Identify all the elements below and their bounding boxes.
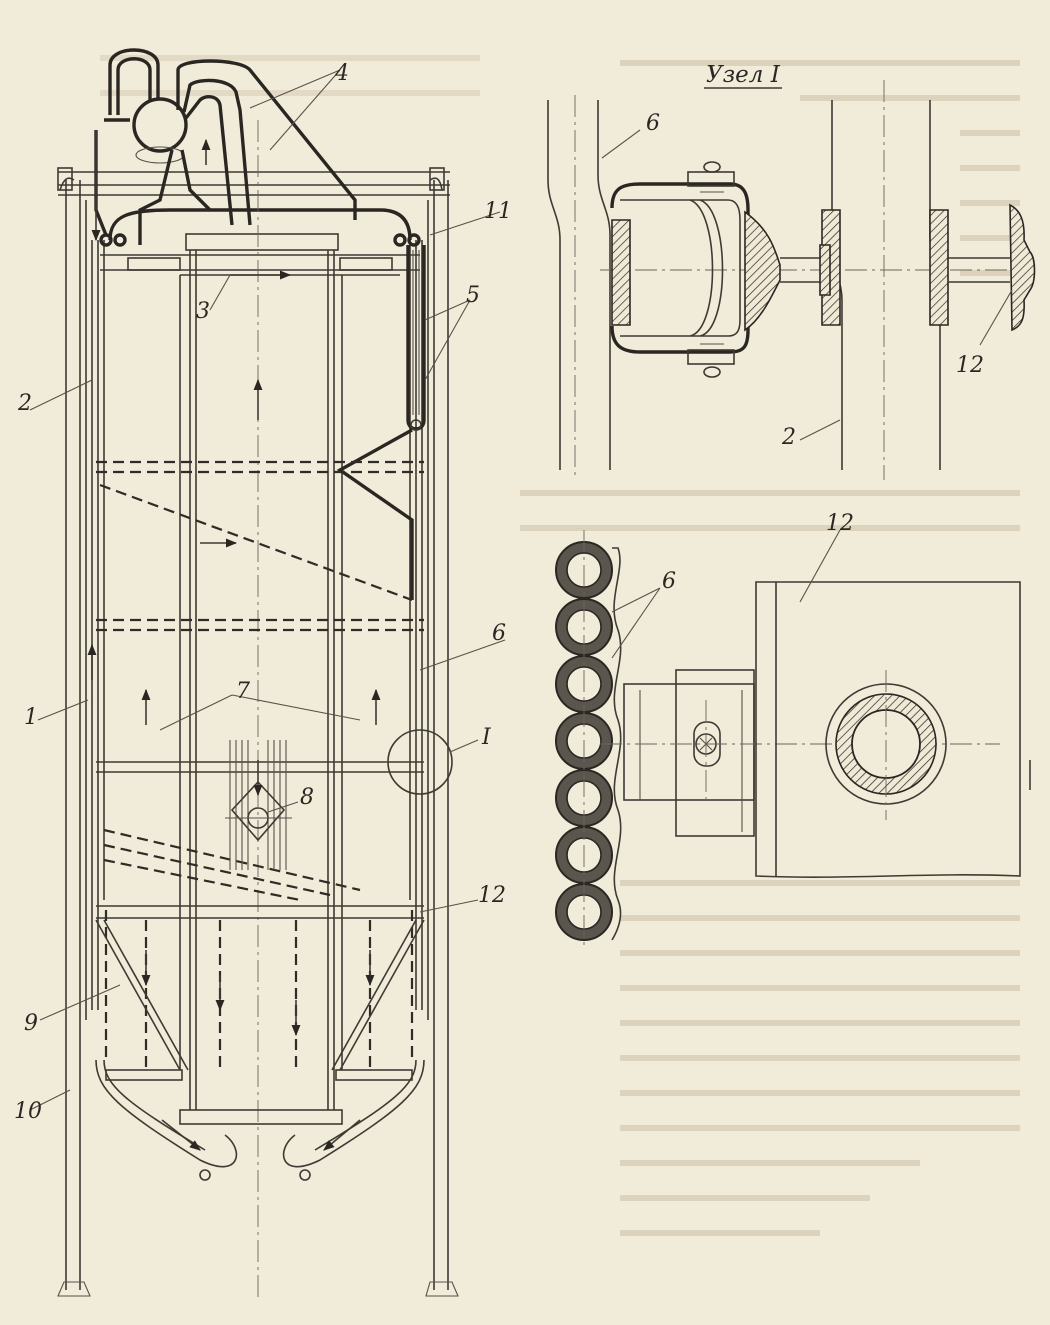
- downcomers: [336, 245, 426, 600]
- central-chamber: [179, 120, 400, 1300]
- tube-rings: [555, 530, 613, 950]
- node-I-detail: Узел I 6 12 2: [547, 62, 1036, 480]
- top-frame: [57, 167, 450, 196]
- label-4: 4: [334, 61, 349, 86]
- top-header: [99, 208, 421, 271]
- leader-lines: [29, 69, 506, 1111]
- screen-tubes: [85, 200, 429, 1020]
- label-10: 10: [14, 1099, 42, 1124]
- label-I: I: [481, 725, 492, 750]
- node-I-callout: [387, 729, 453, 795]
- label-9: 9: [24, 1011, 38, 1036]
- burner: [225, 740, 292, 870]
- detail-label-2: 2: [781, 425, 796, 450]
- detail-label-6: 6: [646, 111, 660, 136]
- label-7: 7: [236, 679, 250, 704]
- bleed-through-text: [100, 55, 1020, 1236]
- label-3: 3: [196, 299, 210, 324]
- boiler-elevation: 4 11 5 3 2 6 1 7 I 8 12 9 10: [14, 48, 512, 1300]
- label-2: 2: [17, 391, 32, 416]
- label-12: 12: [478, 883, 506, 908]
- label-1: 1: [24, 705, 38, 730]
- hopper: [95, 919, 425, 1181]
- side-chambers: [105, 275, 413, 1081]
- label-11: 11: [484, 199, 512, 224]
- drum-and-risers: [91, 48, 357, 245]
- plan-label-6: 6: [662, 569, 676, 594]
- node-I-plan: 6 12: [555, 511, 1031, 950]
- buckstay-rows: [96, 270, 424, 919]
- label-5: 5: [466, 283, 480, 308]
- label-8: 8: [300, 785, 314, 810]
- node-title: Узел I: [706, 62, 781, 88]
- label-6: 6: [492, 621, 506, 646]
- detail-label-12: 12: [956, 353, 984, 378]
- plan-label-12: 12: [826, 511, 854, 536]
- lower-tubes: [87, 378, 414, 1070]
- frame-columns: [57, 177, 459, 1297]
